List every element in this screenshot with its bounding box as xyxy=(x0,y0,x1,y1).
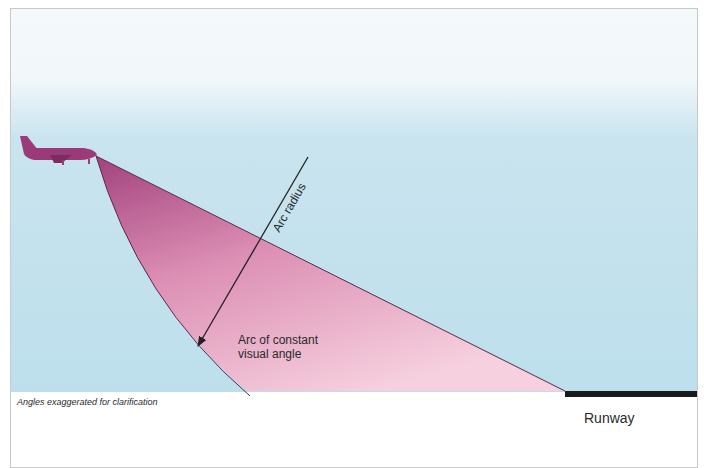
frame xyxy=(11,9,698,468)
runway-label: Runway xyxy=(584,410,635,426)
approach-wedge xyxy=(96,156,565,391)
runway-bar xyxy=(565,391,698,397)
aircraft xyxy=(20,136,97,165)
sky xyxy=(10,8,698,392)
radius-line xyxy=(198,157,308,346)
glide-path xyxy=(96,156,565,391)
note-label: Angles exaggerated for clarification xyxy=(17,397,158,407)
ground xyxy=(10,392,698,468)
constant-angle-arc xyxy=(96,156,250,396)
arc-label: Arc of constant visual angle xyxy=(238,334,348,362)
